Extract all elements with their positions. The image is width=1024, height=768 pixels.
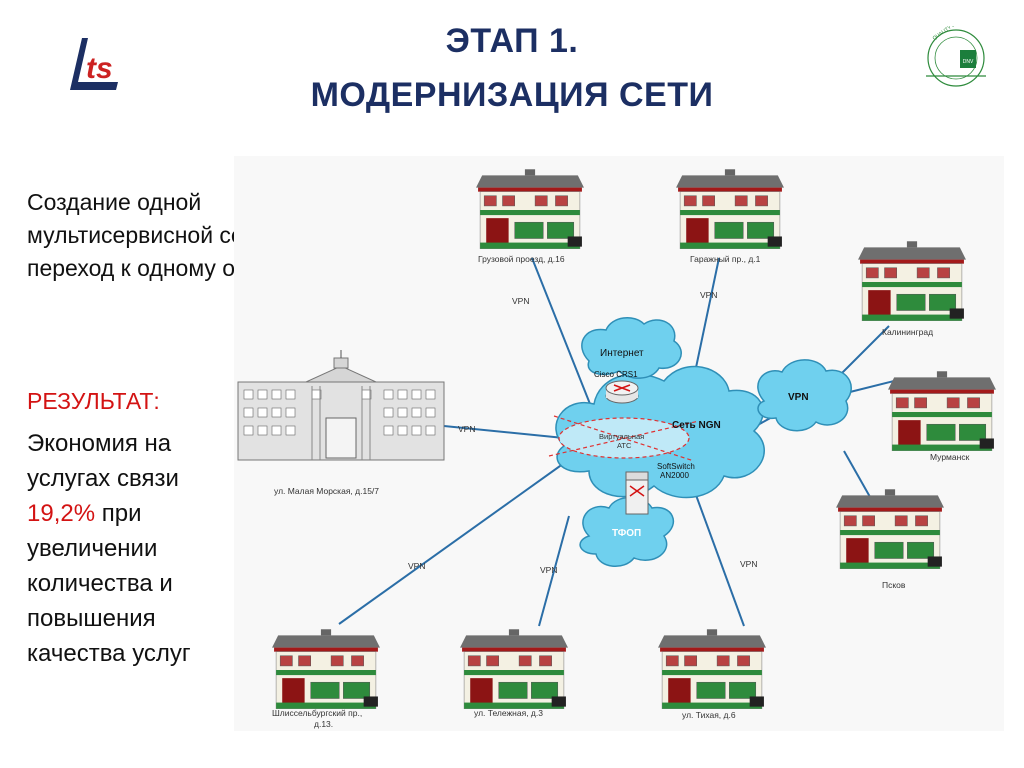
page-title: ЭТАП 1. <box>445 22 579 60</box>
link-label: VPN <box>512 296 530 306</box>
house-icon <box>459 628 569 710</box>
site-caption: Мурманск <box>930 452 970 462</box>
site-caption: Грузовой проезд, д.16 <box>478 254 565 264</box>
link-label: VPN <box>408 561 426 571</box>
site-caption: Псков <box>882 580 906 590</box>
link-label: VPN <box>700 290 718 300</box>
house-icon <box>475 168 585 250</box>
result-line: Экономия на <box>27 430 172 457</box>
ngn-label: Сеть NGN <box>672 420 721 431</box>
network-diagram: Интернет Cisco CRS1 Сеть NGN Виртуальная… <box>234 156 1004 731</box>
house-icon <box>675 168 785 250</box>
house-icon <box>657 628 767 710</box>
site-caption: Гаражный пр., д.1 <box>690 254 761 264</box>
result-line: услугах связи <box>27 465 179 492</box>
site-caption: ул. Тихая, д.6 <box>682 710 736 720</box>
result-label: РЕЗУЛЬТАТ: <box>27 388 160 414</box>
intro-line: Создание одной <box>27 189 202 215</box>
internet-label: Интернет <box>600 348 644 359</box>
certification-badge: DNV QUALITY SYSTEM <box>926 26 986 87</box>
site-caption-line1: Шлиссельбургский пр., <box>272 708 363 718</box>
result-line: увеличении <box>27 535 158 562</box>
result-line: количества и <box>27 570 173 597</box>
pbx-label-line2: АТС <box>617 441 632 450</box>
site-caption-line2: д.13. <box>314 719 334 729</box>
house-icon <box>887 370 997 452</box>
svg-text:DNV: DNV <box>963 59 974 65</box>
savings-percent: 19,2% <box>27 500 96 527</box>
page-subtitle: МОДЕРНИЗАЦИЯ СЕТИ <box>310 76 714 114</box>
house-icon <box>857 240 967 322</box>
site-caption: ул. Тележная, д.3 <box>474 708 543 718</box>
hq-caption: ул. Малая Морская, д.15/7 <box>274 486 380 496</box>
house-icon <box>271 628 381 710</box>
softswitch-label-line1: SoftSwitch <box>657 462 695 471</box>
vpn-cloud-label: VPN <box>788 392 809 403</box>
pbx-label-line1: Виртуальная <box>599 432 645 441</box>
softswitch-label-line2: AN2000 <box>660 471 689 480</box>
link-label: VPN <box>740 559 758 569</box>
site-caption: Калининград <box>882 327 934 337</box>
result-text: Экономия на услугах связи 19,2% при увел… <box>27 426 227 671</box>
link-label: VPN <box>458 424 476 434</box>
router-label: Cisco CRS1 <box>594 370 638 379</box>
svg-text:ts: ts <box>86 52 113 85</box>
company-logo: ts <box>70 38 118 90</box>
house-icon <box>835 488 945 570</box>
result-line: 19,2% при <box>27 500 142 527</box>
result-line: качества услуг <box>27 640 191 667</box>
tfop-label: ТФОП <box>612 528 642 539</box>
link-label: VPN <box>540 565 558 575</box>
result-line: повышения <box>27 605 156 632</box>
